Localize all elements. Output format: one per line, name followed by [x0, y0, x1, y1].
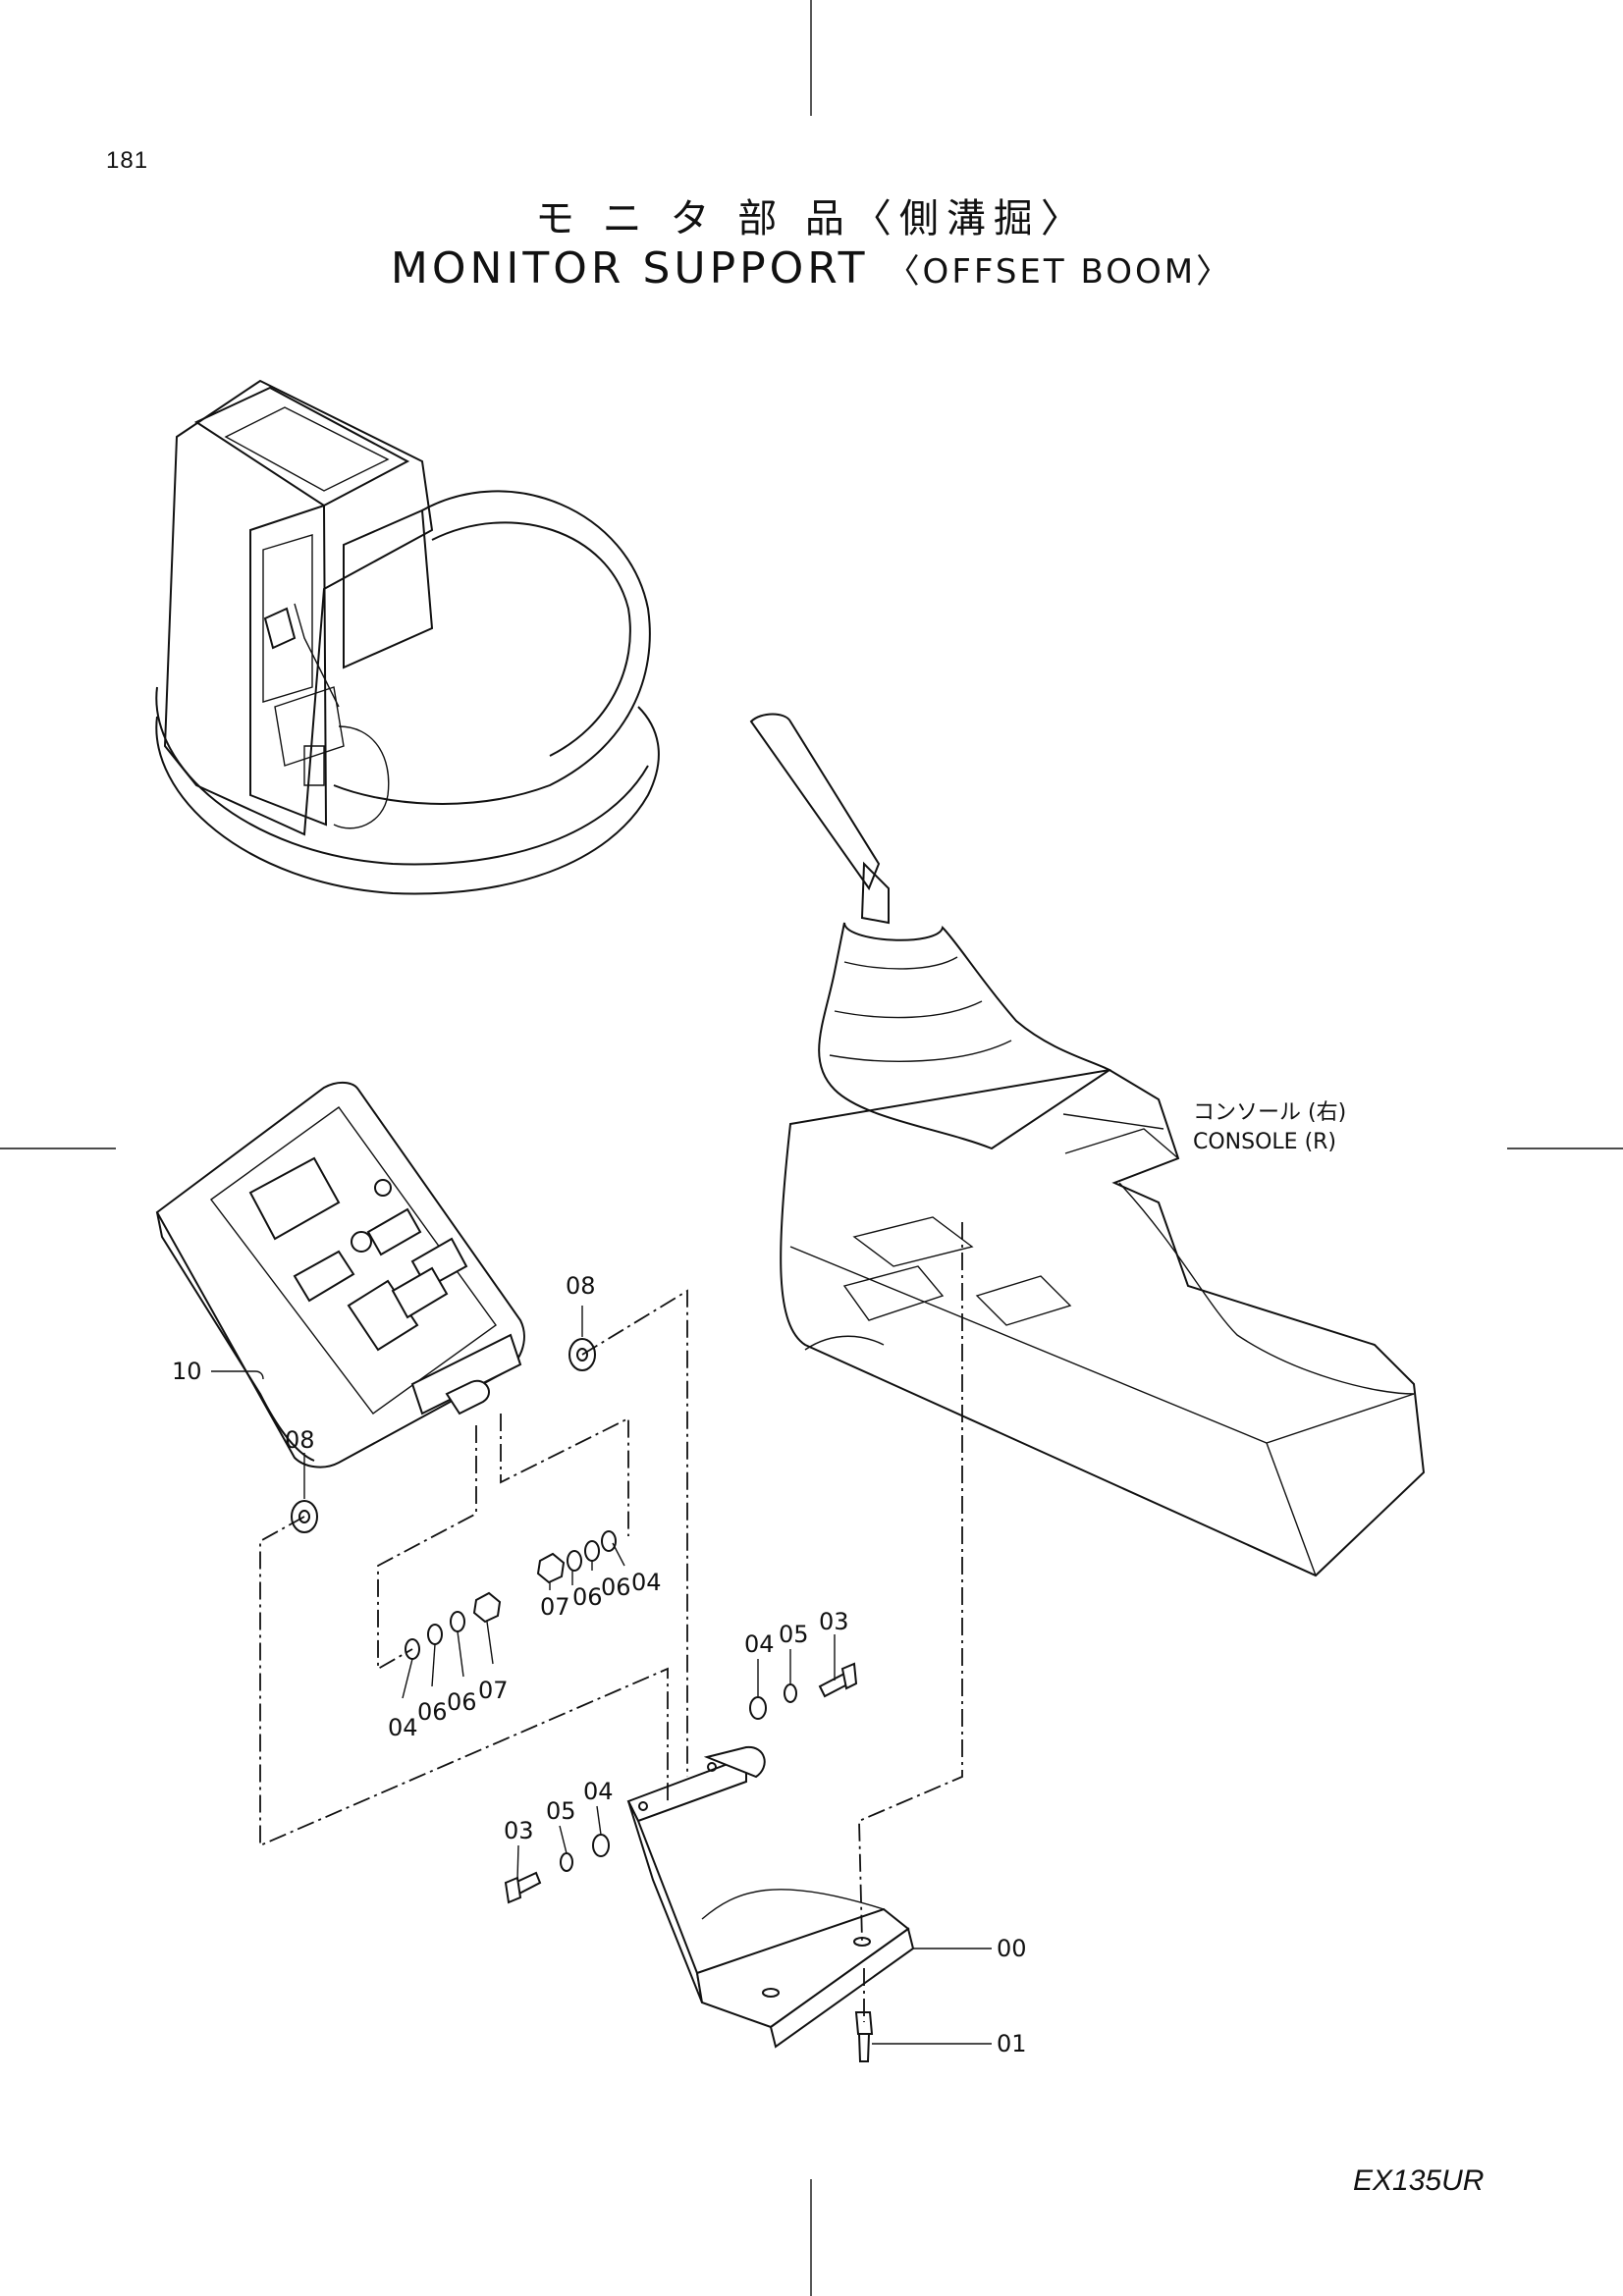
callout-part-08-top: 08: [566, 1272, 596, 1300]
hardware: [291, 1338, 874, 2062]
model-number: EX135UR: [1353, 2164, 1485, 2197]
title-english-main: MONITOR SUPPORT: [390, 243, 869, 294]
assembly-guide-lines: [259, 1222, 963, 2022]
callout-console-ja: コンソール (右): [1193, 1100, 1346, 1125]
title-english: MONITOR SUPPORT 〈OFFSET BOOM〉: [0, 243, 1623, 294]
title-english-sub: 〈OFFSET BOOM〉: [886, 252, 1233, 292]
left-stack-label: 07: [478, 1677, 509, 1704]
leader-lines: [211, 1306, 992, 2045]
left-bolt-label: 03: [504, 1817, 534, 1844]
right-stack-label: 07: [540, 1593, 570, 1621]
right-bolt-label: 03: [819, 1608, 849, 1635]
right-stack-label: 04: [631, 1569, 662, 1596]
left-stack-label: 04: [388, 1714, 418, 1741]
left-bolt-label: 04: [583, 1778, 614, 1805]
callout-part-00: 00: [997, 1935, 1027, 1962]
callout-part-10: 10: [172, 1358, 202, 1385]
right-bolt-label: 05: [779, 1621, 809, 1648]
console-right: [749, 713, 1426, 1577]
callout-console-en: CONSOLE (R): [1193, 1130, 1336, 1154]
callout-labels: コンソール (右) CONSOLE (R) 00 01 10 08 08 07 …: [172, 1100, 1346, 2057]
monitor-unit: [155, 1082, 525, 1468]
callout-part-01: 01: [997, 2030, 1027, 2057]
page-number: 181: [106, 147, 149, 174]
right-stack-label: 06: [572, 1583, 603, 1611]
left-stack-label: 06: [417, 1698, 448, 1726]
left-stack-label: 06: [447, 1688, 477, 1716]
excavator-overview: [155, 379, 660, 895]
callout-part-08-left: 08: [285, 1426, 315, 1454]
left-bolt-label: 05: [546, 1797, 576, 1825]
right-bolt-label: 04: [744, 1630, 775, 1658]
right-stack-label: 06: [601, 1574, 631, 1601]
title-japanese: モ ニ タ 部 品〈側溝掘〉: [535, 196, 1088, 241]
monitor-bracket: [626, 1745, 915, 2049]
